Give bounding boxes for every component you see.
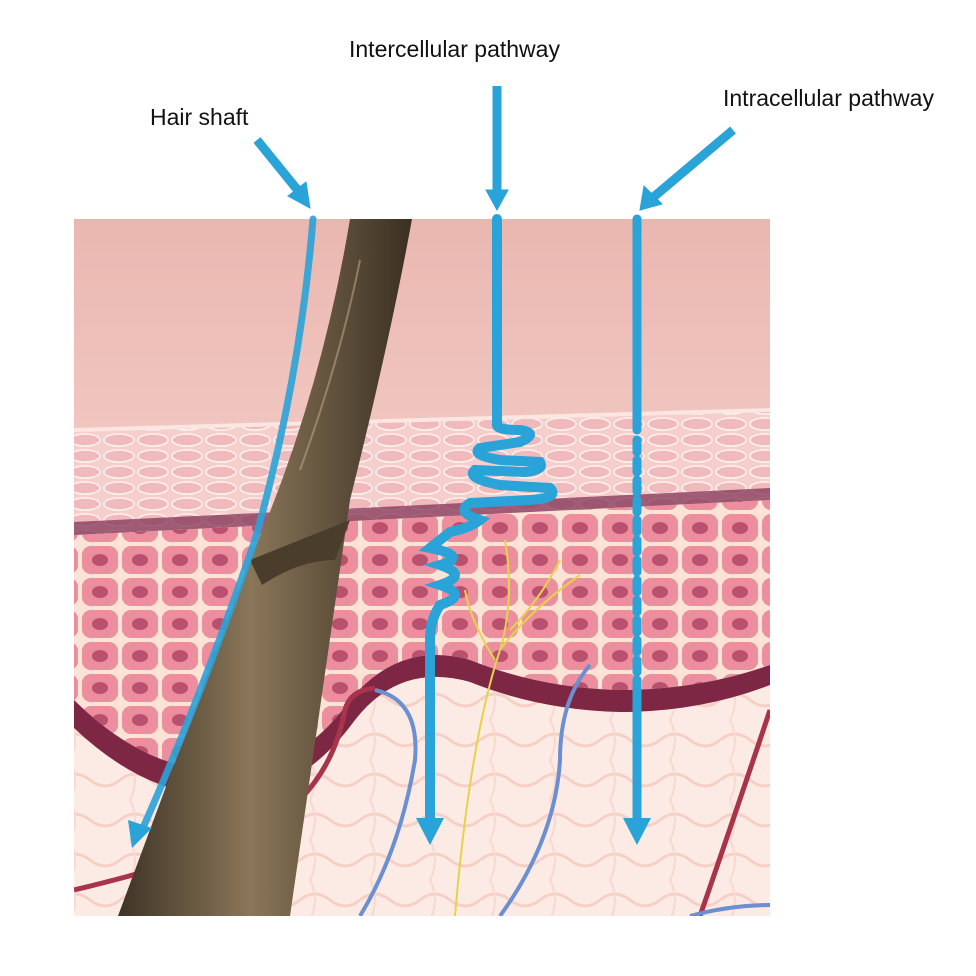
skin-layers <box>74 219 770 916</box>
hair-pathway-arrowhead <box>128 820 152 848</box>
intracellular-pathway-label: Intracellular pathway <box>723 85 934 111</box>
intracellular-leader-arrow <box>647 126 736 204</box>
pathways <box>138 214 642 834</box>
nerve-fiber <box>464 589 496 661</box>
hair-shaft-label: Hair shaft <box>150 104 249 130</box>
label-arrows <box>253 86 736 212</box>
pathway-arrowheads <box>128 818 651 848</box>
nerve-fiber <box>454 539 510 916</box>
intercellular-arrowhead <box>416 818 444 845</box>
hair-shaft-leader-arrowhead <box>287 181 311 209</box>
blue-vessel <box>358 688 418 916</box>
nerve-fiber <box>499 574 581 651</box>
hair-highlight <box>299 259 361 471</box>
intercellular-pathway-label: Intercellular pathway <box>349 36 560 62</box>
hair-follicle-pathway <box>138 215 317 834</box>
nerve-fiber <box>509 559 561 631</box>
hair-shaft-leader-arrow <box>253 137 304 196</box>
red-vessel <box>697 709 770 916</box>
blue-vessel <box>498 663 592 916</box>
surface-edge <box>74 408 770 432</box>
hair-cuticle <box>250 520 350 585</box>
basal-layer <box>74 655 770 796</box>
intercellular-leader-arrowhead <box>485 189 509 212</box>
corneum-boundary <box>74 488 770 535</box>
intercellular-pathway <box>418 214 558 830</box>
blue-vessel <box>689 903 770 916</box>
intracellular-arrowhead <box>623 818 651 845</box>
intracellular-leader-arrowhead <box>639 184 663 211</box>
skin-surface <box>74 219 770 430</box>
